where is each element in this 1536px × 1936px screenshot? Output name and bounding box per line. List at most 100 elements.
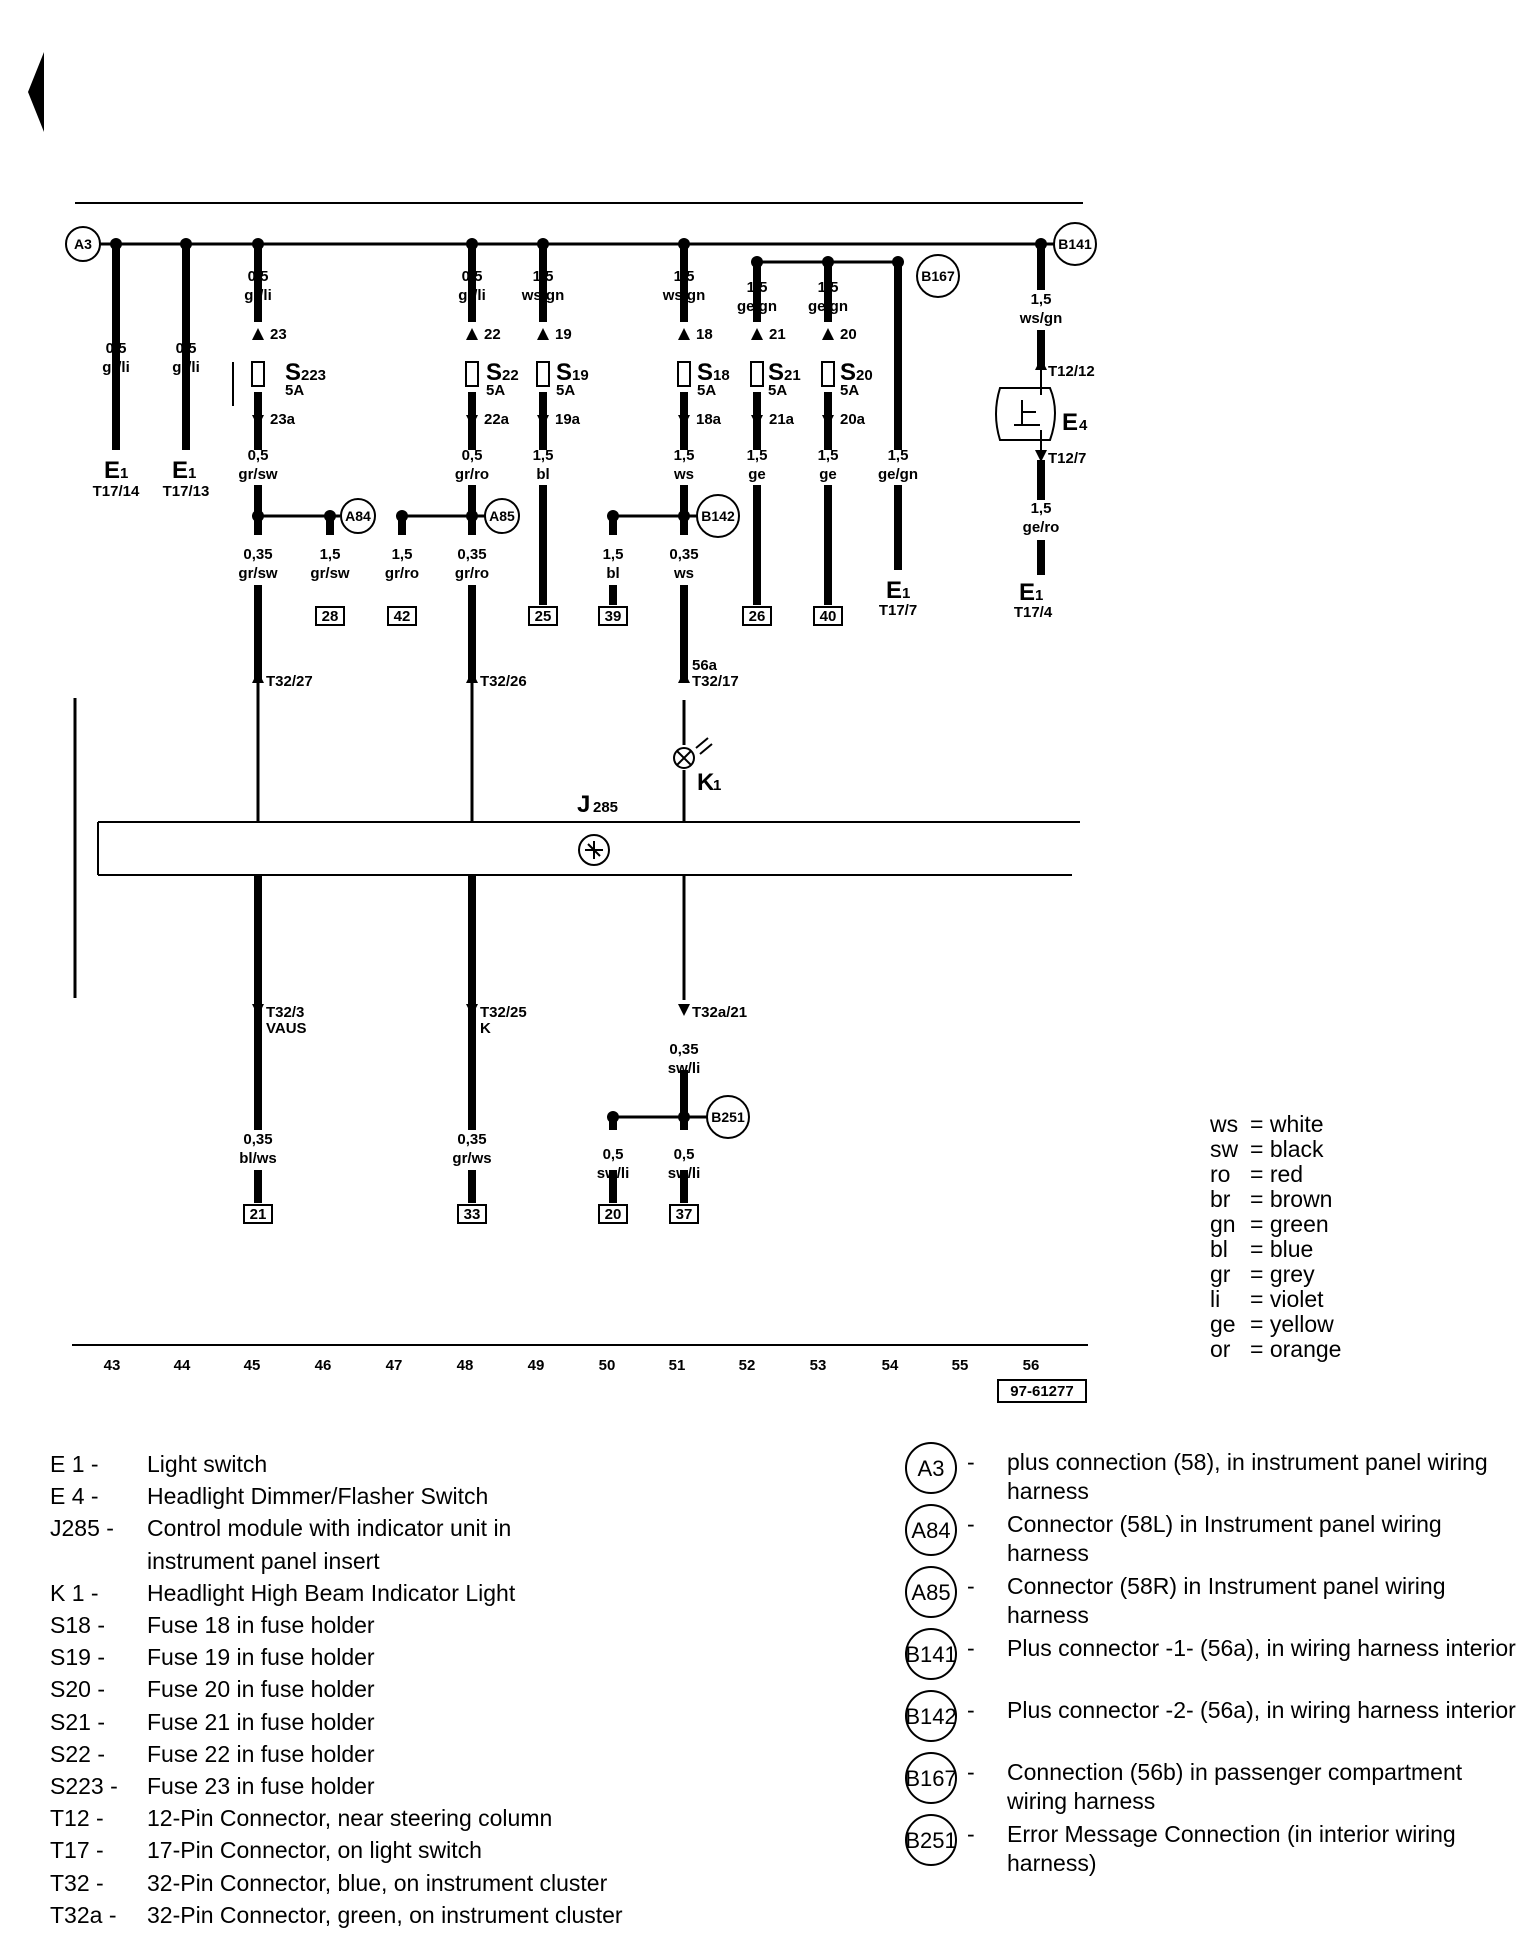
legend-item: J285 -Control module with indicator unit… bbox=[50, 1515, 512, 1542]
svg-text:E: E bbox=[1062, 409, 1078, 436]
track-48: 48 bbox=[457, 1357, 474, 1374]
connection-badge: B167 bbox=[905, 1752, 957, 1804]
svg-text:22: 22 bbox=[502, 367, 519, 384]
lamp-K1-symbol[interactable] bbox=[673, 737, 713, 769]
svg-text:22a: 22a bbox=[484, 411, 510, 428]
page-back-marker-icon[interactable] bbox=[28, 52, 44, 132]
svg-text:0,5: 0,5 bbox=[462, 268, 483, 285]
color-key-row: br= brown bbox=[1210, 1186, 1333, 1212]
control-module-J285[interactable] bbox=[97, 821, 1080, 876]
connector-pin-labels: T32/27 T32/26 56a T32/17 T32/3 VAUS T32/… bbox=[266, 657, 747, 1037]
svg-text:18: 18 bbox=[696, 326, 713, 343]
legend-item: S18 -Fuse 18 in fuse holder bbox=[50, 1612, 375, 1639]
svg-text:E: E bbox=[1019, 579, 1035, 606]
svg-text:0,35: 0,35 bbox=[457, 546, 486, 563]
color-key-row: ro= red bbox=[1210, 1161, 1304, 1187]
svg-text:1,5: 1,5 bbox=[747, 447, 768, 464]
svg-text:B167: B167 bbox=[921, 268, 955, 284]
connection-badge: A85 bbox=[905, 1566, 957, 1618]
svg-text:223: 223 bbox=[301, 367, 326, 384]
legend-item: S21 -Fuse 21 in fuse holder bbox=[50, 1708, 375, 1735]
svg-text:1,5: 1,5 bbox=[1031, 500, 1052, 517]
svg-text:42: 42 bbox=[394, 608, 411, 625]
svg-text:18a: 18a bbox=[696, 411, 722, 428]
svg-text:T17/14: T17/14 bbox=[93, 483, 140, 500]
svg-text:0,5: 0,5 bbox=[674, 1146, 695, 1163]
svg-text:23a: 23a bbox=[270, 411, 296, 428]
track-53: 53 bbox=[810, 1357, 827, 1374]
svg-text:1,5: 1,5 bbox=[674, 447, 695, 464]
node-B251[interactable]: B251 bbox=[706, 1095, 750, 1139]
svg-text:S: S bbox=[697, 359, 713, 386]
svg-text:A84: A84 bbox=[345, 508, 371, 524]
svg-text:S: S bbox=[840, 359, 856, 386]
svg-text:39: 39 bbox=[605, 608, 622, 625]
svg-text:gr/sw: gr/sw bbox=[310, 565, 350, 582]
thin-links bbox=[256, 260, 898, 1119]
svg-text:ge/ro: ge/ro bbox=[1023, 519, 1060, 536]
svg-text:S: S bbox=[486, 359, 502, 386]
color-key-row: ws= white bbox=[1210, 1111, 1324, 1137]
legend-item: E 4 -Headlight Dimmer/Flasher Switch bbox=[50, 1483, 489, 1510]
svg-text:20a: 20a bbox=[840, 411, 866, 428]
legend-item: T17 -17-Pin Connector, on light switch bbox=[50, 1837, 482, 1864]
color-key-row: li= violet bbox=[1210, 1286, 1324, 1312]
svg-text:25: 25 bbox=[535, 608, 552, 625]
track-55: 55 bbox=[952, 1357, 969, 1374]
svg-text:sw/li: sw/li bbox=[668, 1060, 701, 1077]
svg-text:T17/7: T17/7 bbox=[879, 602, 917, 619]
svg-text:26: 26 bbox=[749, 608, 766, 625]
node-A84[interactable]: A84 bbox=[340, 498, 376, 534]
wiring-diagram: A3 B141 B167 A84 A85 B142 B251 bbox=[28, 52, 1097, 1403]
track-54: 54 bbox=[882, 1357, 899, 1374]
svg-text:T12/12: T12/12 bbox=[1048, 363, 1095, 380]
svg-text:21a: 21a bbox=[769, 411, 795, 428]
ref-box-25: 25 bbox=[528, 606, 558, 626]
reference-boxes[interactable]: 28 42 25 39 26 40 21 33 20 37 bbox=[243, 606, 843, 1224]
ref-box-39: 39 bbox=[598, 606, 628, 626]
svg-text:1,5: 1,5 bbox=[818, 279, 839, 296]
node-A3[interactable]: A3 bbox=[65, 226, 101, 262]
svg-text:K: K bbox=[480, 1020, 491, 1037]
svg-text:21: 21 bbox=[250, 1206, 267, 1223]
svg-text:5A: 5A bbox=[285, 382, 304, 399]
connection-legend-item: B141- Plus connector -1- (56a), in wirin… bbox=[905, 1628, 1525, 1696]
connection-legend-item: A84-Connector (58L) in Instrument panel … bbox=[905, 1504, 1525, 1572]
svg-text:0,35: 0,35 bbox=[243, 546, 272, 563]
svg-text:gr/ws: gr/ws bbox=[452, 1150, 491, 1167]
svg-text:1,5: 1,5 bbox=[533, 268, 554, 285]
svg-text:0,35: 0,35 bbox=[669, 546, 698, 563]
svg-text:56a: 56a bbox=[692, 657, 718, 674]
color-key-row: gr= grey bbox=[1210, 1261, 1315, 1287]
svg-text:A3: A3 bbox=[74, 236, 92, 252]
svg-text:1,5: 1,5 bbox=[603, 546, 624, 563]
svg-text:5A: 5A bbox=[486, 382, 505, 399]
svg-text:1: 1 bbox=[713, 777, 721, 794]
node-B141[interactable]: B141 bbox=[1053, 222, 1097, 266]
svg-text:sw/li: sw/li bbox=[668, 1165, 701, 1182]
ref-box-37: 37 bbox=[669, 1204, 699, 1224]
ref-box-20: 20 bbox=[598, 1204, 628, 1224]
svg-text:gr/ro: gr/ro bbox=[455, 565, 489, 582]
component-legend: E 1 -Light switch E 4 -Headlight Dimmer/… bbox=[50, 1448, 623, 1931]
svg-text:gr/li: gr/li bbox=[102, 359, 130, 376]
track-56: 56 bbox=[1023, 1357, 1040, 1374]
ref-box-42: 42 bbox=[387, 606, 417, 626]
node-B167[interactable]: B167 bbox=[916, 254, 960, 298]
svg-text:0,5: 0,5 bbox=[462, 447, 483, 464]
node-B142[interactable]: B142 bbox=[696, 494, 740, 538]
track-52: 52 bbox=[739, 1357, 756, 1374]
switch-E4-symbol[interactable] bbox=[995, 370, 1056, 460]
svg-text:ws: ws bbox=[673, 466, 694, 483]
svg-text:21: 21 bbox=[769, 326, 786, 343]
svg-text:ge/gn: ge/gn bbox=[737, 298, 777, 315]
svg-text:1,5: 1,5 bbox=[888, 447, 909, 464]
svg-text:gr/sw: gr/sw bbox=[238, 466, 278, 483]
svg-text:gr/sw: gr/sw bbox=[238, 565, 278, 582]
svg-text:bl/ws: bl/ws bbox=[239, 1150, 277, 1167]
connection-badge: B142 bbox=[905, 1690, 957, 1742]
node-A85[interactable]: A85 bbox=[484, 498, 520, 534]
svg-text:ws/gn: ws/gn bbox=[521, 287, 565, 304]
svg-text:ge: ge bbox=[819, 466, 837, 483]
svg-text:E: E bbox=[104, 457, 120, 484]
